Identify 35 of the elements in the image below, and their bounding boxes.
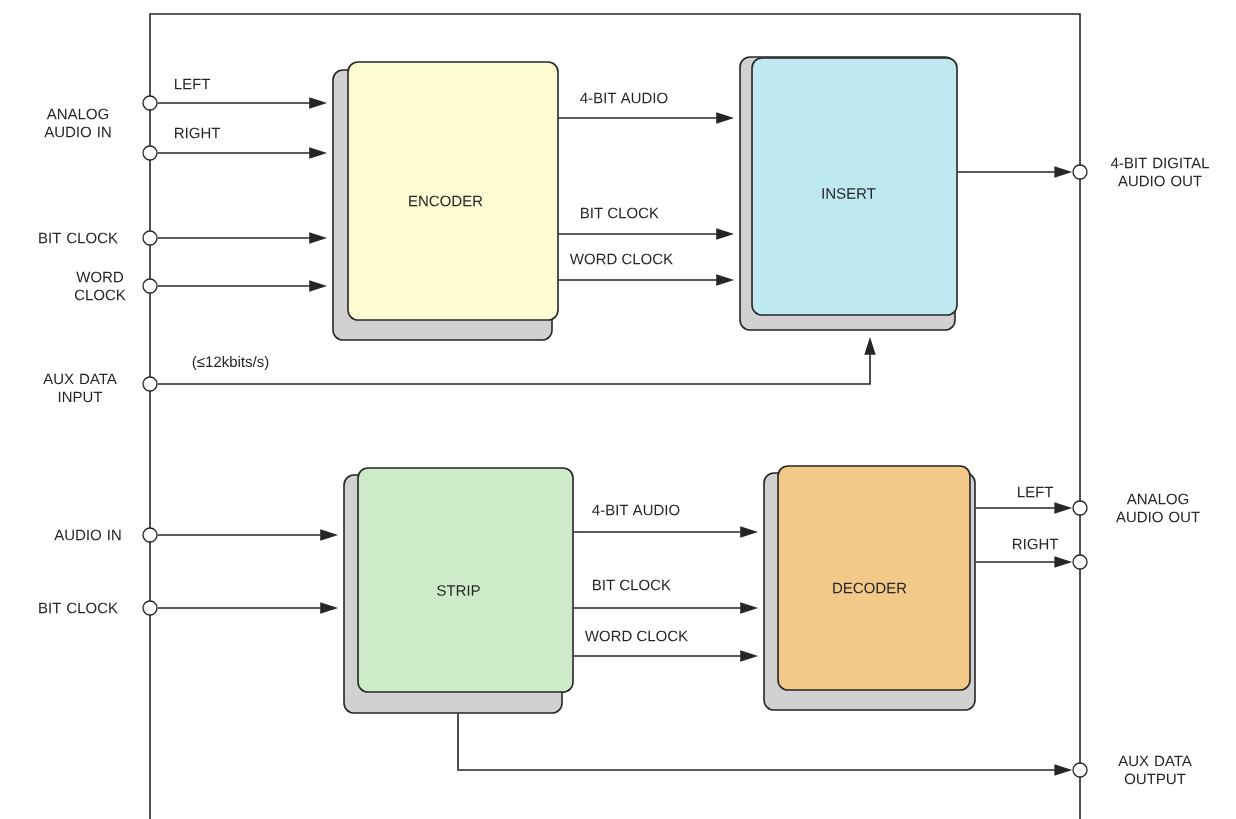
terminal-circle xyxy=(142,376,158,392)
port-label: BIT CLOCK xyxy=(39,232,118,244)
terminal-circle xyxy=(142,600,158,616)
terminal-circle xyxy=(1072,164,1088,180)
edge-label: 4-BIT AUDIO xyxy=(578,91,670,105)
block-box: STRIP xyxy=(343,467,574,714)
edge-label: 4-BIT AUDIO xyxy=(590,503,682,517)
block-box: ENCODER xyxy=(332,61,559,341)
edge-label: LEFT xyxy=(1015,485,1055,499)
port-label: AUX DATA INPUT xyxy=(43,373,117,403)
edge-label: BIT CLOCK xyxy=(578,206,660,220)
edge-label: RIGHT xyxy=(1010,537,1060,551)
port-label: BIT CLOCK xyxy=(39,602,118,614)
edge-label: LEFT xyxy=(172,77,212,91)
edge-label: WORD CLOCK xyxy=(568,252,675,266)
terminal-circle xyxy=(142,278,158,294)
edge-label: BIT CLOCK xyxy=(590,578,672,592)
terminal-circle xyxy=(1072,500,1088,516)
terminal-circle xyxy=(142,145,158,161)
block-box: INSERT xyxy=(739,56,958,331)
block-box: DECODER xyxy=(763,465,976,711)
port-label: 4-BIT DIGITAL AUDIO OUT xyxy=(1110,157,1209,187)
port-label: AUDIO IN xyxy=(54,529,121,541)
edge-label: RIGHT xyxy=(172,126,222,140)
terminal-circle xyxy=(142,95,158,111)
terminal-circle xyxy=(1072,762,1088,778)
terminal-circle xyxy=(142,527,158,543)
terminal-circle xyxy=(1072,554,1088,570)
port-label: ANALOG AUDIO OUT xyxy=(1115,493,1200,523)
port-label: AUX DATA OUTPUT xyxy=(1118,755,1192,785)
terminal-circle xyxy=(142,230,158,246)
port-label: WORD CLOCK xyxy=(74,271,126,301)
edge-label: (≤12kbits/s) xyxy=(190,355,271,371)
port-label: ANALOG AUDIO IN xyxy=(44,108,111,138)
edge-label: WORD CLOCK xyxy=(583,629,690,643)
